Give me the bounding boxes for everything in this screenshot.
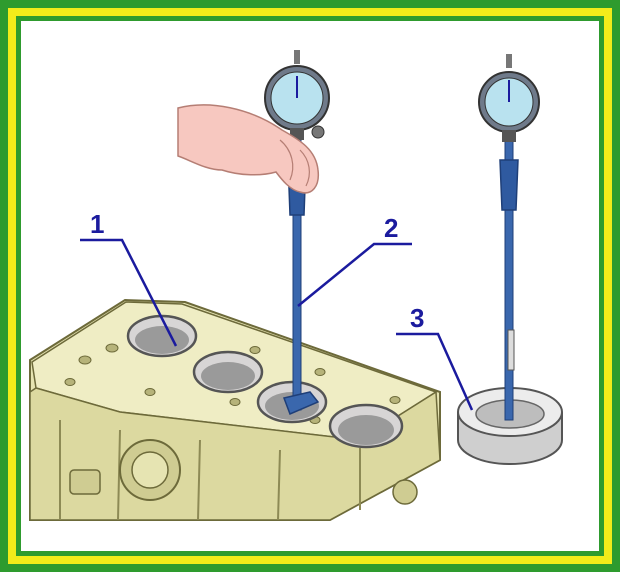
dial-gauge-icon — [264, 50, 330, 140]
callout-label-1: 1 — [90, 209, 104, 239]
callout-leaders — [80, 238, 474, 411]
engine-block-icon — [29, 298, 441, 521]
leader-3 — [396, 332, 474, 411]
callout-label-3: 3 — [410, 303, 424, 333]
bore-gauge-right — [478, 54, 540, 421]
dial-gauge-icon — [478, 54, 540, 142]
callout-label-2: 2 — [384, 213, 398, 243]
hand-icon — [177, 104, 320, 194]
leader-2 — [297, 242, 412, 307]
leader-1 — [80, 238, 178, 347]
bore-gauge-left — [177, 50, 330, 415]
